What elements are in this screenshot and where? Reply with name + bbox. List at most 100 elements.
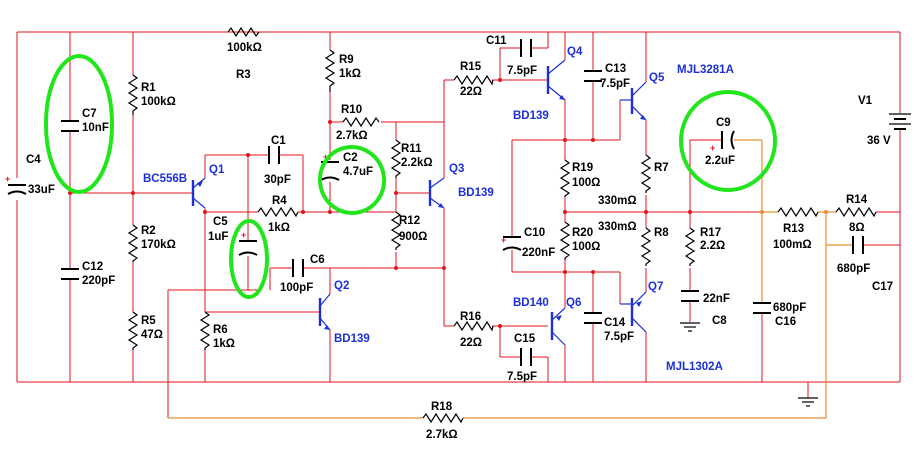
r20-value: 100Ω: [572, 241, 600, 253]
capacitor-c9: + C9 2.2uF: [705, 117, 735, 167]
resistor-r4: R4 1kΩ: [257, 195, 299, 234]
q2-part: BD139: [334, 333, 370, 345]
capacitor-c5: + C5 1uF: [208, 216, 258, 256]
capacitor-c16: 680pF C16: [753, 302, 806, 328]
q6-part: BD140: [513, 297, 549, 309]
c16-ref: C16: [775, 316, 796, 328]
c6-ref: C6: [310, 254, 325, 266]
c7-value: 10nF: [82, 122, 109, 134]
resistor-r9: R9 1kΩ: [324, 49, 361, 92]
r11-ref: R11: [401, 143, 422, 155]
resistor-r16: R16 22Ω: [453, 311, 494, 349]
junction-dots: [68, 78, 828, 328]
q5-part: MJL3281A: [677, 64, 734, 76]
transistor-q5: Q5 MJL3281A: [620, 64, 734, 121]
q5-ref: Q5: [649, 72, 665, 84]
r20-ref: R20: [572, 227, 593, 239]
c1-ref: C1: [271, 135, 286, 147]
r5-value: 47Ω: [141, 329, 163, 341]
ground-icon: [680, 322, 700, 332]
resistor-r6: R6 1kΩ: [199, 311, 235, 350]
highlight-c7: [44, 54, 114, 194]
c14-ref: C14: [604, 317, 626, 329]
c8-ref: C8: [712, 315, 727, 327]
resistor-r2: R2 170kΩ: [127, 224, 176, 262]
transistor-q7: Q7 MJL1302A: [620, 281, 723, 373]
r18-value: 2.7kΩ: [426, 429, 458, 441]
r15-ref: R15: [460, 61, 482, 73]
q3-part: BD139: [458, 187, 494, 199]
r4-value: 1kΩ: [268, 222, 290, 234]
v1-value: 36 V: [867, 135, 891, 147]
wiring: [16, 31, 901, 419]
r1-ref: R1: [141, 82, 156, 94]
capacitor-c10: + C10 220nF: [501, 227, 555, 259]
c2-plus: +: [323, 152, 328, 162]
r10-ref: R10: [341, 104, 362, 116]
r6-value: 1kΩ: [213, 338, 235, 350]
capacitor-c1: C1 30pF: [264, 135, 292, 186]
transistor-q3: Q3 BD139: [428, 163, 494, 209]
resistor-r13: R13 100mΩ: [773, 206, 819, 251]
c4-ref: C4: [26, 154, 41, 166]
r13-value: 100mΩ: [773, 239, 812, 251]
c12-ref: C12: [82, 261, 103, 273]
c5-ref: C5: [213, 216, 228, 228]
c16-value: 680pF: [773, 302, 806, 314]
c14-value: 7.5pF: [604, 331, 634, 343]
r8-ref: R8: [654, 227, 669, 239]
r3-value: 100kΩ: [227, 42, 262, 54]
q4-part: BD139: [513, 110, 549, 122]
c5-value: 1uF: [208, 231, 228, 243]
resistor-r7: R7 330mΩ: [598, 154, 669, 207]
q2-ref: Q2: [334, 280, 349, 292]
capacitor-c11: C11 7.5pF: [486, 35, 537, 77]
c4-plus: +: [5, 174, 10, 184]
r2-value: 170kΩ: [141, 239, 176, 251]
r12-ref: R12: [399, 215, 420, 227]
r14-value: 8Ω: [849, 222, 865, 234]
transistor-q4: Q4 BD139: [513, 46, 583, 122]
r17-value: 2.2Ω: [700, 240, 725, 252]
c10-ref: C10: [524, 227, 545, 239]
capacitor-c7: C7 10nF: [61, 108, 109, 134]
resistor-r14: R14 8Ω: [835, 194, 877, 234]
capacitor-c6: C6 100pF: [280, 254, 325, 294]
c9-ref: C9: [716, 117, 731, 129]
r1-value: 100kΩ: [141, 96, 176, 108]
c4-value: 33uF: [28, 184, 55, 196]
r7-value: 330mΩ: [598, 195, 637, 207]
main-ground-icon: [798, 397, 818, 407]
c7-ref: C7: [82, 108, 97, 120]
c10-value: 220nF: [522, 247, 555, 259]
resistor-r5: R5 47Ω: [127, 311, 163, 350]
c2-value: 4.7uF: [343, 166, 373, 178]
highlight-rings: [44, 54, 777, 299]
resistor-r19: R19 100Ω: [559, 159, 600, 197]
c10-plus: +: [501, 235, 506, 245]
resistor-r15: R15 22Ω: [453, 61, 494, 98]
r8-value: 330mΩ: [598, 221, 637, 233]
resistor-r1: R1 100kΩ: [127, 74, 176, 115]
r16-ref: R16: [460, 311, 481, 323]
transistor-q1: Q1 BC556B: [143, 164, 225, 209]
capacitor-c8: 22nF C8: [681, 290, 730, 327]
r15-value: 22Ω: [460, 86, 482, 98]
resistor-r17: R17 2.2Ω: [684, 227, 725, 266]
r5-ref: R5: [141, 315, 156, 327]
highlight-c2: [317, 145, 387, 215]
q1-ref: Q1: [209, 164, 225, 176]
c1-value: 30pF: [264, 174, 291, 186]
resistor-r3: 100kΩ R3: [227, 26, 262, 81]
battery-v1: V1 36 V: [858, 95, 911, 147]
resistor-r8: R8 330mΩ: [598, 221, 669, 266]
resistor-r12: R12 900Ω: [390, 211, 427, 250]
r4-ref: R4: [272, 195, 287, 207]
r10-value: 2.7kΩ: [336, 130, 368, 142]
c15-ref: C15: [514, 333, 536, 345]
q6-ref: Q6: [566, 297, 581, 309]
resistor-r10: R10 2.7kΩ: [336, 104, 380, 142]
highlight-c5: [229, 219, 269, 299]
capacitor-c12: C12 220pF: [61, 261, 115, 287]
transistor-q6: Q6 BD140: [513, 297, 581, 346]
